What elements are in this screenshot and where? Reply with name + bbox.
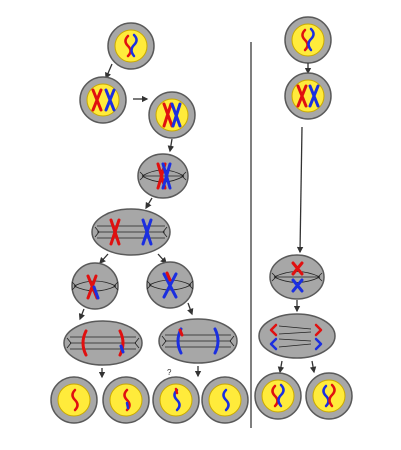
homolog-red <box>109 218 121 246</box>
replicated-chromosome-red <box>296 84 308 108</box>
crossover-segment-red <box>178 328 184 337</box>
mitosis-panel <box>254 16 353 420</box>
chromosome-blue <box>173 388 181 412</box>
arrow-down-right <box>157 253 167 264</box>
meiosis-anaphase-ii-cell-left <box>63 320 143 366</box>
chromatid-blue <box>269 337 278 351</box>
spindle-fibers <box>94 225 168 239</box>
spindle-fibers <box>66 336 140 350</box>
chromatid-red <box>269 323 278 337</box>
chromosome-maternal <box>301 28 309 52</box>
question-mark: ? <box>167 368 172 377</box>
crossover-segment-blue <box>92 285 100 300</box>
chromosome-maternal <box>124 34 132 58</box>
chromatid-red <box>81 329 88 357</box>
arrow-down-left <box>99 253 109 264</box>
replicated-chromosome-blue <box>104 88 116 112</box>
arrow-down <box>105 63 113 80</box>
chromosome-red <box>71 388 79 412</box>
crossover-segment-blue <box>125 401 130 410</box>
chromatid-red <box>314 323 323 337</box>
chromosome-blue <box>277 383 285 408</box>
mitosis-anaphase-cell <box>258 313 336 359</box>
meiosis-anaphase-i-cell <box>91 208 171 256</box>
spindle-fibers <box>161 334 235 348</box>
spindle-fibers <box>278 325 312 348</box>
replicated-chromosome-red <box>91 88 103 112</box>
meiosis-interphase-cell <box>107 22 155 70</box>
crossover-segment-red <box>174 387 179 395</box>
arrow-down <box>167 138 175 153</box>
crossover-segment-blue <box>119 344 125 354</box>
chromosome-red <box>291 261 304 276</box>
replicated-chromosome-blue <box>308 84 320 108</box>
arrow-down <box>187 302 194 316</box>
meiosis-ii-cell-right <box>146 261 194 309</box>
tetrad-blue <box>170 102 182 128</box>
mitosis-replicated-cell <box>284 72 332 120</box>
meiosis-anaphase-ii-cell-right <box>158 318 238 364</box>
bivalent-blue <box>161 162 172 190</box>
chromosome-blue <box>291 278 304 293</box>
mitosis-daughter-cell-left <box>254 372 302 420</box>
arrow-down <box>78 308 85 321</box>
chromosome-blue <box>222 388 230 412</box>
meiosis-panel: ? <box>50 22 249 424</box>
chromosome-red <box>328 383 336 408</box>
gamete-cell <box>50 376 98 424</box>
homolog-blue <box>141 218 153 246</box>
meiosis-metaphase-i-cell <box>137 153 189 199</box>
spindle-fibers <box>271 271 323 283</box>
chromatid-red <box>118 329 125 357</box>
chromosome-paternal <box>307 27 315 52</box>
crossover-segment-red <box>165 271 172 282</box>
mitosis-daughter-cell-right <box>305 372 353 420</box>
chromosome-blue <box>162 272 178 299</box>
meiosis-ii-cell-left <box>71 262 119 310</box>
chromatid-blue <box>213 327 220 355</box>
chromosome-paternal <box>130 33 138 58</box>
meiosis-synapsis-cell <box>148 91 196 139</box>
meiosis-replicated-cell <box>79 76 127 124</box>
arrow-down <box>309 360 317 374</box>
arrow-down <box>277 360 285 374</box>
gamete-cell <box>201 376 249 424</box>
arrow-long-down <box>296 126 304 254</box>
chromatid-blue <box>314 337 323 351</box>
chromosome-red <box>271 384 279 408</box>
chromosome-blue <box>322 384 330 408</box>
arrow-down <box>145 197 153 210</box>
gamete-cell <box>102 376 150 424</box>
gamete-cell <box>152 376 200 424</box>
mitosis-metaphase-cell <box>269 254 325 300</box>
mitosis-interphase-cell <box>284 16 332 64</box>
tetrad-red <box>162 102 174 128</box>
